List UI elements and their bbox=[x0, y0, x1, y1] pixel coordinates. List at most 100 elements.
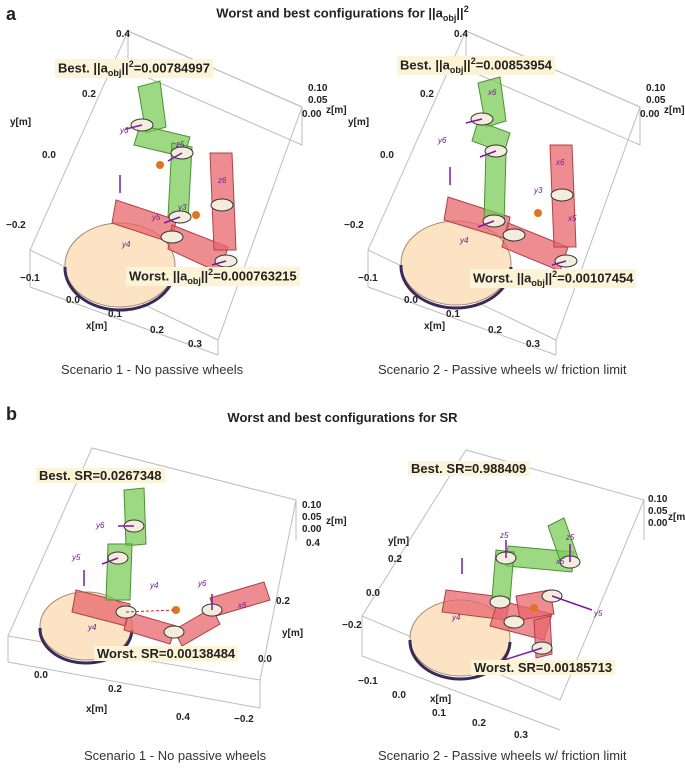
frame-arrow bbox=[465, 118, 483, 124]
frame-label: z6 bbox=[217, 176, 227, 185]
frame-label: x6 bbox=[555, 158, 565, 167]
worst-label-sup: 2 bbox=[552, 269, 558, 279]
frame-label: y5 bbox=[593, 609, 603, 618]
frame-arrow bbox=[163, 216, 181, 224]
best-configuration bbox=[105, 487, 147, 601]
x-axis-label: x[m] bbox=[86, 704, 107, 715]
z-tick: 0.00 bbox=[648, 518, 668, 529]
y-axis-ticks: 0.4 0.2 0.0 −0.2 y[m] bbox=[6, 29, 130, 231]
panel-b-left-best-label: Best. SR=0.0267348 bbox=[36, 468, 165, 483]
frame-label: y3 bbox=[177, 203, 187, 212]
worst-link bbox=[173, 607, 221, 647]
worst-label-sub: obj bbox=[187, 275, 201, 286]
best-label-sub: obj bbox=[107, 67, 122, 78]
frame-arrow bbox=[479, 150, 497, 158]
z-tick: 0.10 bbox=[648, 494, 668, 505]
frame-label: x6 bbox=[237, 601, 247, 610]
panel-b-left-caption: Scenario 1 - No passive wheels bbox=[84, 748, 267, 763]
panel-b-letter: b bbox=[6, 404, 17, 424]
z-tick: 0.05 bbox=[302, 512, 322, 523]
best-label-value: =0.00784997 bbox=[133, 60, 210, 76]
x-tick: 0.3 bbox=[188, 339, 202, 350]
x-tick: 0.2 bbox=[488, 325, 502, 336]
worst-label-prefix: Worst. ||a bbox=[473, 270, 532, 286]
bounding-box bbox=[361, 449, 645, 731]
panel-a-right-plot: 0.4 0.2 0.0 −0.2 y[m] −0.1 0.0 0.1 0.2 0… bbox=[344, 29, 685, 356]
y-tick: −0.2 bbox=[344, 220, 364, 231]
x-tick: 0.0 bbox=[404, 295, 418, 306]
worst-label-mid: || bbox=[544, 270, 553, 286]
x-tick: 0.4 bbox=[176, 712, 190, 723]
x-tick: 0.2 bbox=[108, 684, 122, 695]
panel-a-right-caption: Scenario 2 - Passive wheels w/ friction … bbox=[378, 362, 627, 377]
frame-label: x6 bbox=[487, 88, 497, 97]
joint bbox=[550, 188, 574, 202]
panel-b-left-worst-label: Worst. SR=0.00138484 bbox=[94, 646, 239, 661]
y-tick: 0.2 bbox=[388, 554, 402, 565]
x-tick: −0.1 bbox=[358, 676, 378, 687]
box-edge bbox=[29, 286, 219, 356]
frame-label: y6 bbox=[119, 126, 129, 135]
frame-label: y4 bbox=[87, 623, 97, 632]
y-tick: 0.2 bbox=[420, 89, 434, 100]
panel-a-title-sub: obj bbox=[442, 12, 457, 23]
joint bbox=[489, 595, 511, 609]
x-axis-ticks: 0.0 0.2 0.4 x[m] bbox=[34, 670, 190, 723]
y-axis-ticks: 0.4 0.2 0.0 −0.2 y[m] bbox=[234, 538, 320, 725]
base-disc-edge bbox=[38, 627, 134, 665]
frame-label: y4 bbox=[149, 581, 159, 590]
panel-a-title-prefix: Worst and best configurations for ||a bbox=[216, 5, 443, 21]
frame-label: z5 bbox=[565, 533, 575, 542]
object-ball bbox=[192, 211, 200, 219]
x-tick: −0.1 bbox=[358, 273, 378, 284]
x-tick: 0.2 bbox=[472, 718, 486, 729]
frame-arrow bbox=[101, 557, 119, 565]
z-tick: 0.00 bbox=[640, 109, 660, 120]
z-axis-ticks: 0.10 0.05 0.00 z[m] bbox=[640, 83, 685, 120]
panel-a-left-worst-label: Worst. ||aobj||2=0.000763215 bbox=[126, 267, 300, 286]
base-disc-edge bbox=[408, 639, 512, 681]
panel-a-right-worst-label: Worst. ||aobj||2=0.00107454 bbox=[470, 269, 637, 288]
frame-arrows bbox=[83, 525, 213, 610]
frame-label: z5 bbox=[175, 140, 185, 149]
z-axis-label: z[m] bbox=[326, 516, 347, 527]
panel-b-right-plot: 0.10 0.05 0.00 z[m] 0.2 0.0 −0.2 y[m] −0… bbox=[342, 449, 685, 741]
panel-a-letter: a bbox=[6, 4, 17, 24]
object-ball bbox=[530, 604, 538, 612]
x-tick: 0.0 bbox=[34, 670, 48, 681]
z-tick: 0.05 bbox=[646, 95, 666, 106]
x-axis-label: x[m] bbox=[430, 694, 451, 705]
box-top-face bbox=[361, 449, 645, 701]
best-label-mid: || bbox=[463, 57, 471, 73]
z-axis-label: z[m] bbox=[668, 512, 685, 523]
box-edge bbox=[367, 286, 557, 356]
panel-b-title: Worst and best configurations for SR bbox=[227, 410, 458, 425]
y-tick: 0.0 bbox=[258, 654, 272, 665]
contact-line bbox=[125, 609, 175, 613]
frame-arrow bbox=[477, 220, 495, 228]
box-edge bbox=[7, 661, 261, 709]
x-tick: 0.2 bbox=[150, 325, 164, 336]
box-edge bbox=[361, 655, 561, 731]
y-tick: 0.2 bbox=[276, 596, 290, 607]
y-tick: −0.2 bbox=[342, 620, 362, 631]
frame-label: y5 bbox=[71, 553, 81, 562]
box-back-face bbox=[127, 30, 303, 146]
panel-b-right-caption: Scenario 2 - Passive wheels w/ friction … bbox=[378, 748, 627, 763]
joint bbox=[503, 615, 525, 629]
panel-a-title-sup: 2 bbox=[463, 4, 469, 14]
z-axis-ticks: 0.10 0.05 0.00 z[m] bbox=[302, 83, 347, 120]
best-link bbox=[123, 487, 147, 547]
y-axis-label: y[m] bbox=[10, 117, 31, 128]
panel-a-left-caption: Scenario 1 - No passive wheels bbox=[61, 362, 244, 377]
z-axis-label: z[m] bbox=[326, 105, 347, 116]
frame-label: x5 bbox=[567, 214, 577, 223]
worst-label-value: =0.000763215 bbox=[213, 268, 297, 284]
panel-b-right-worst-label: Worst. SR=0.00185713 bbox=[471, 660, 616, 675]
worst-label-prefix: Worst. ||a bbox=[129, 268, 188, 284]
object-ball bbox=[156, 161, 164, 169]
z-tick: 0.00 bbox=[302, 109, 322, 120]
best-link bbox=[483, 148, 507, 226]
frame-label: y4 bbox=[451, 613, 461, 622]
x-tick: 0.3 bbox=[514, 730, 528, 741]
